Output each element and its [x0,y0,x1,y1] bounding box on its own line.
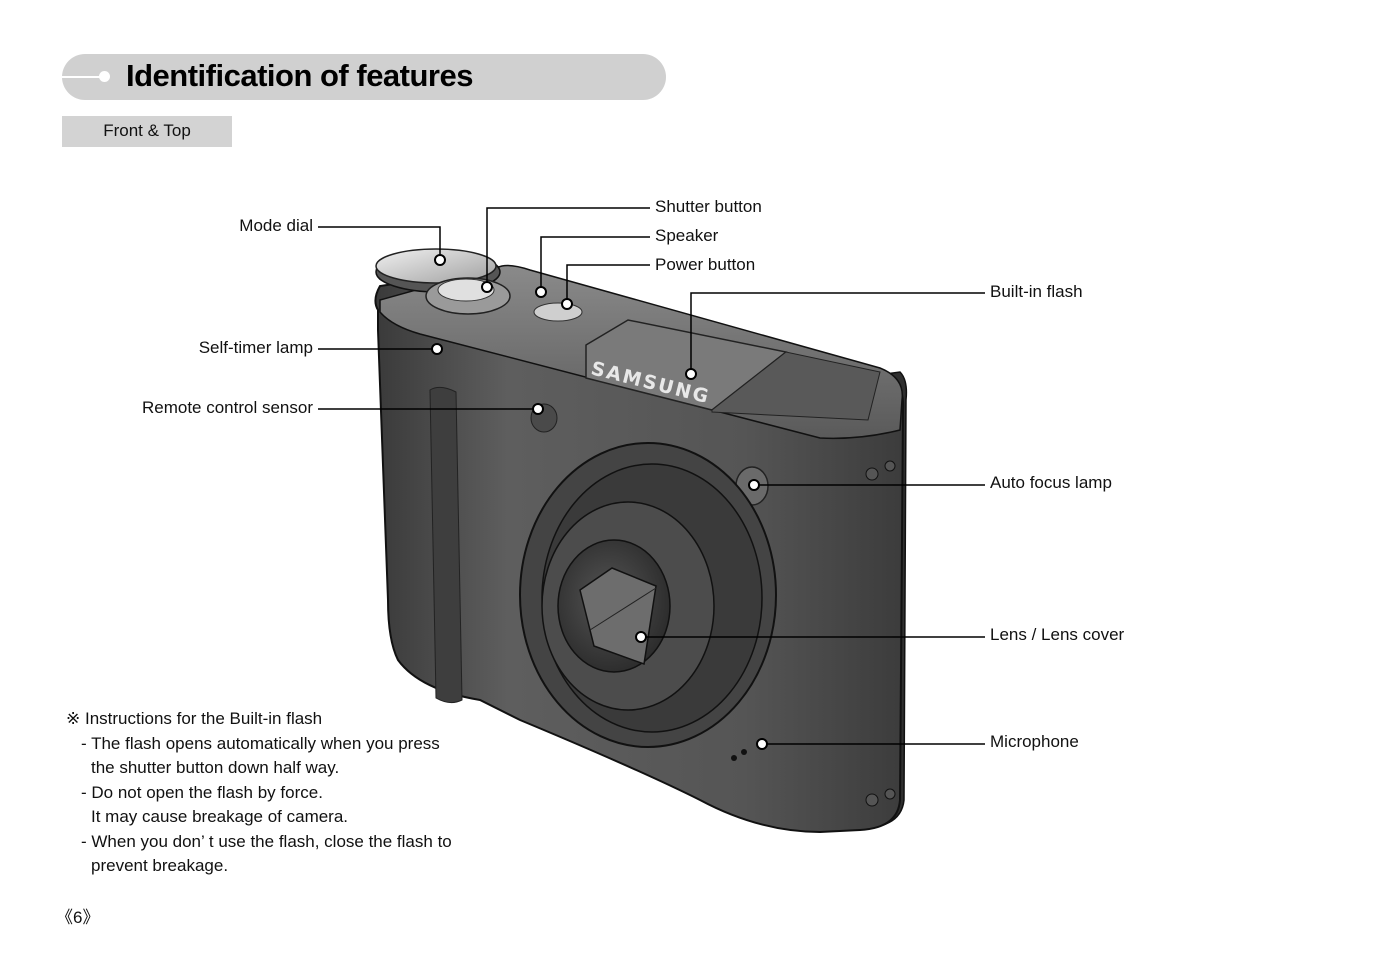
label-self-timer-lamp: Self-timer lamp [198,338,313,357]
note-item-3-cont: prevent breakage. [91,856,229,875]
leader-shutter [486,207,650,287]
label-speaker: Speaker [655,226,719,245]
camera-grip [429,386,463,704]
leader-dots [431,254,768,750]
flash-housing-side [711,351,881,421]
label-mode-dial: Mode dial [239,216,313,235]
page-number: 《6》 [56,908,100,927]
leader-mode-dial [318,226,441,260]
label-auto-focus-lamp: Auto focus lamp [990,473,1112,492]
label-shutter-button: Shutter button [655,197,762,216]
microphone-hole [731,755,737,761]
screw [884,460,896,472]
screw [884,788,896,800]
leader-flash [690,292,985,374]
leader-power [566,264,650,304]
note-item-1: - The flash opens automatically when you… [81,733,440,753]
label-remote-control-sensor: Remote control sensor [141,398,313,417]
title-decoration-line [62,76,104,78]
title-decoration-dot [99,71,110,82]
screw [865,793,879,807]
page-title: Identification of features [126,58,473,93]
note-heading: ※ Instructions for the Built-in flash [66,709,323,728]
label-lens-cover: Lens / Lens cover [990,625,1125,644]
title-bar [62,54,666,100]
screw [865,467,879,481]
leader-speaker [540,236,650,292]
note-item-2-cont: It may cause breakage of camera. [91,807,349,826]
label-power-button: Power button [655,255,756,274]
lens-cover-seam [589,587,657,631]
label-microphone: Microphone [990,732,1079,751]
shutter-button [437,278,495,302]
microphone-hole [741,749,747,755]
note-item-3: - When you don’ t use the flash, close t… [81,831,452,851]
note-item-2: - Do not open the flash by force. [81,782,323,802]
mode-dial [375,248,497,284]
section-tab: Front & Top [62,116,232,147]
note-item-1-cont: the shutter button down half way. [91,758,340,777]
label-built-in-flash: Built-in flash [990,282,1083,301]
power-button [533,302,583,322]
leader-lines [318,207,985,745]
flash-instructions: ※ Instructions for the Built-in flash - … [66,707,452,879]
